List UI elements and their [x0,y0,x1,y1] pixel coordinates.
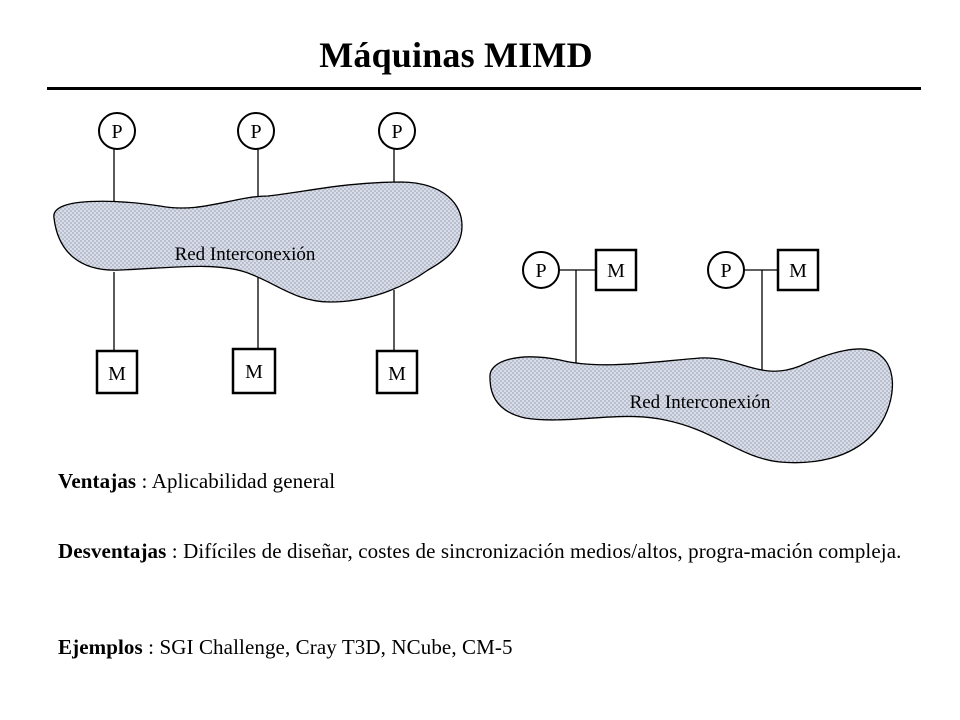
left-diagram: Red Interconexión P P P M M M [53,112,463,395]
processor-label: P [250,121,261,143]
right-processor-2 [707,251,745,289]
ventajas-separator: : [136,469,152,493]
left-processor-3: P [378,112,416,150]
left-memory-3: M [375,349,419,395]
memory-label: M [789,260,807,282]
title-underline [47,87,921,90]
processor-label: P [111,121,122,143]
right-processor-1 [522,251,560,289]
left-processor-2: P [237,112,275,150]
left-memory-2: M [231,347,277,395]
left-processor-1: P [98,112,136,150]
memory-label: M [245,361,263,383]
ejemplos-term: Ejemplos [58,635,143,659]
ejemplos-line: Ejemplos : SGI Challenge, Cray T3D, NCub… [58,632,513,662]
memory-label: M [607,260,625,282]
memory-label: M [108,363,126,385]
ventajas-text: Aplicabilidad general [151,469,336,493]
ejemplos-text: SGI Challenge, Cray T3D, NCube, CM-5 [159,635,513,659]
left-network-label: Red Interconexión [175,244,316,265]
right-node-2: P M [707,248,820,292]
desventajas-separator: : [166,539,184,563]
right-diagram: Red Interconexión P M P M [489,248,894,464]
slide-title: Máquinas MIMD [319,35,593,75]
desventajas-term: Desventajas [58,539,167,563]
processor-label: P [535,260,546,282]
right-node-1: P M [522,248,638,292]
desventajas-text: Difíciles de diseñar, costes de sincroni… [183,539,902,563]
processor-label: P [391,121,402,143]
memory-label: M [388,363,406,385]
desventajas-line: Desventajas : Difíciles de diseñar, cost… [58,536,938,566]
left-network-shape [53,181,463,303]
ventajas-line: Ventajas : Aplicabilidad general [58,466,335,496]
mimd-diagrams: Red Interconexión P P P M M M [53,112,894,464]
right-memory-1 [594,248,638,292]
right-network-shape [489,348,894,464]
processor-label: P [720,260,731,282]
right-memory-2 [776,248,820,292]
ejemplos-separator: : [142,635,160,659]
ventajas-term: Ventajas [58,469,137,493]
left-memory-1: M [95,349,139,395]
right-network-label: Red Interconexión [630,392,771,413]
